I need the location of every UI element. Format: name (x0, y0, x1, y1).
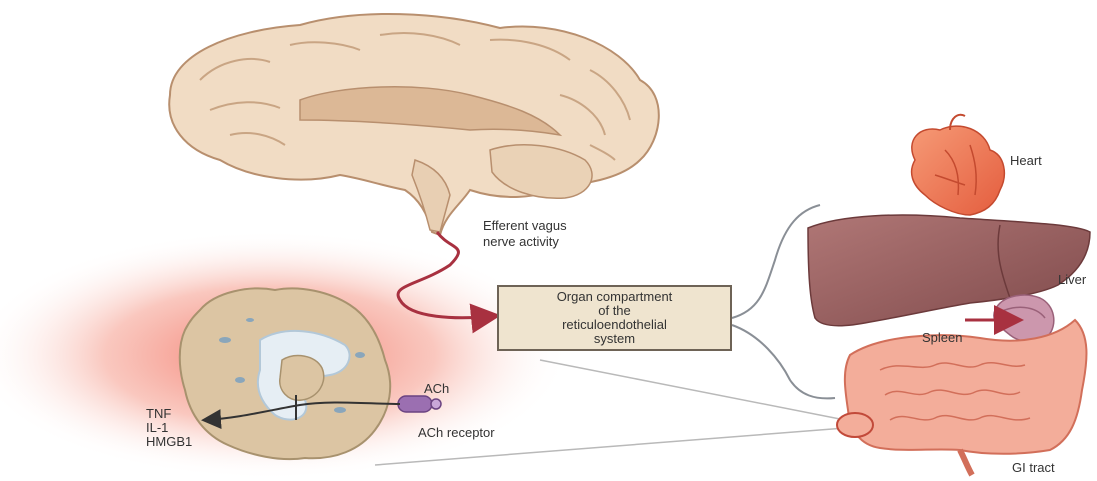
vagus-label-line1: Efferent vagus (483, 218, 567, 233)
box-line-4: system (594, 332, 635, 346)
liver-label: Liver (1058, 272, 1086, 287)
gi-tract-label: GI tract (1012, 460, 1055, 475)
box-line-3: reticuloendothelial (562, 318, 667, 332)
brain-illustration (169, 14, 659, 235)
box-line-2: of the (598, 304, 631, 318)
hmgb1-label: HMGB1 (146, 434, 192, 449)
ach-receptor-label: ACh receptor (418, 425, 495, 440)
macrophage-cell (180, 288, 390, 459)
il1-label: IL-1 (146, 420, 168, 435)
box-line-1: Organ compartment (557, 290, 673, 304)
spleen-label: Spleen (922, 330, 962, 345)
heart-illustration (912, 115, 1005, 215)
vagus-label-line2: nerve activity (483, 234, 559, 249)
reticuloendothelial-box: Organ compartment of the reticuloendothe… (497, 285, 732, 351)
ach-label: ACh (424, 381, 449, 396)
heart-label: Heart (1010, 153, 1042, 168)
connector-box-heart (732, 205, 820, 318)
tnf-label: TNF (146, 406, 171, 421)
connector-box-gi (732, 325, 835, 398)
